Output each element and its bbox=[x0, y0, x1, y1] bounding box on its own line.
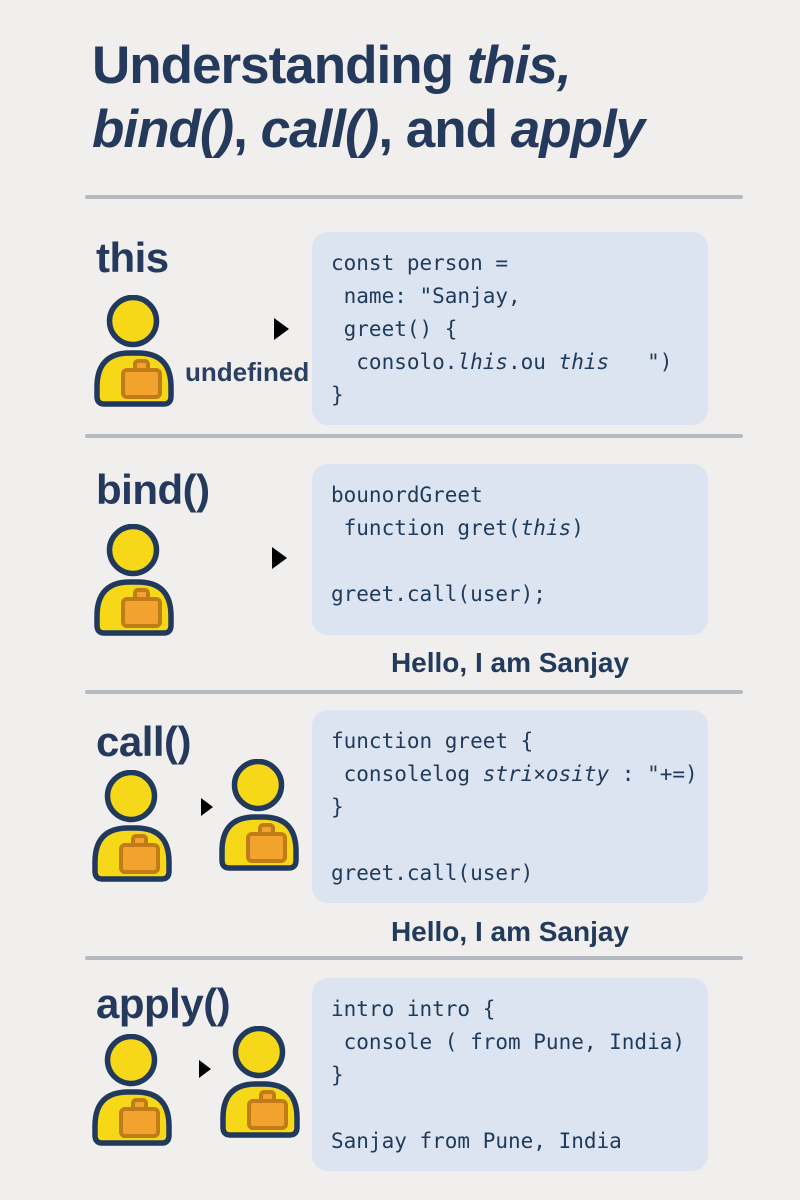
text-segment: greet.call(user) bbox=[331, 861, 534, 885]
code-line: } bbox=[331, 1059, 702, 1092]
arrow-right-icon bbox=[174, 794, 218, 820]
person-icon bbox=[92, 524, 176, 636]
code-line: } bbox=[331, 379, 702, 412]
code-line: function gret(this) bbox=[331, 512, 702, 545]
code-line: Sanjay from Pune, India bbox=[331, 1125, 702, 1158]
code-line: const person = bbox=[331, 247, 702, 280]
main-title: Understanding this, bind(), call(), and … bbox=[92, 34, 645, 162]
text-segment: consolelog bbox=[331, 762, 483, 786]
text-segment: lhis bbox=[457, 350, 509, 374]
section-divider bbox=[85, 434, 743, 438]
title-line-1: Understanding this, bbox=[92, 34, 644, 98]
arrow-right-icon bbox=[188, 543, 294, 573]
title-line-2: bind(), call(), and apply bbox=[92, 98, 645, 162]
code-block-apply: intro intro { console ( from Pune, India… bbox=[312, 978, 708, 1171]
text-segment: const person = bbox=[331, 251, 509, 275]
text-segment: consolo. bbox=[331, 350, 458, 374]
arrow-right-icon bbox=[190, 314, 296, 344]
section-divider bbox=[85, 956, 743, 960]
code-block-bind: bounordGreet function gret(this) greet.c… bbox=[312, 464, 708, 635]
code-line: consolelog stri×osity : "+=) bbox=[331, 758, 702, 791]
text-segment: ") bbox=[609, 350, 673, 374]
text-segment: apply bbox=[510, 100, 645, 159]
code-line: bounordGreet bbox=[331, 479, 702, 512]
code-line: intro intro { bbox=[331, 993, 702, 1026]
code-line: greet.call(user) bbox=[331, 857, 702, 890]
text-segment: stri×osity bbox=[482, 762, 610, 786]
text-segment: Understanding bbox=[92, 36, 467, 95]
code-line: greet() { bbox=[331, 313, 702, 346]
text-segment: bind() bbox=[92, 100, 234, 159]
arrow-right-icon bbox=[172, 1056, 216, 1082]
code-line: name: "Sanjay, bbox=[331, 280, 702, 313]
code-line bbox=[331, 1092, 702, 1125]
text-segment: intro intro { bbox=[331, 997, 496, 1021]
person-icon bbox=[217, 759, 301, 871]
text-segment: , and bbox=[378, 100, 511, 159]
text-segment: Sanjay from Pune, India bbox=[331, 1129, 622, 1153]
text-segment: this bbox=[558, 350, 610, 374]
section-heading-this: this bbox=[96, 234, 169, 281]
text-segment: } bbox=[331, 795, 344, 819]
code-line: console ( from Pune, India) bbox=[331, 1026, 702, 1059]
code-line: } bbox=[331, 791, 702, 824]
text-segment: greet.call(user); bbox=[331, 582, 546, 606]
section-divider bbox=[85, 195, 743, 199]
text-segment: console ( from Pune, India) bbox=[331, 1030, 686, 1054]
text-segment: , bbox=[233, 100, 261, 159]
text-segment: bounordGreet bbox=[331, 483, 483, 507]
text-segment: : "+=) bbox=[609, 762, 698, 786]
text-segment: greet() { bbox=[331, 317, 458, 341]
result-text: Hello, I am Sanjay bbox=[390, 647, 630, 678]
person-icon bbox=[90, 1034, 174, 1146]
section-divider bbox=[85, 690, 743, 694]
text-segment: function greet { bbox=[331, 729, 534, 753]
code-line: greet.call(user); bbox=[331, 578, 702, 611]
person-icon bbox=[92, 295, 176, 407]
code-line bbox=[331, 545, 702, 578]
person-icon bbox=[218, 1026, 302, 1138]
text-segment: this, bbox=[466, 36, 572, 95]
section-heading-bind: bind() bbox=[96, 466, 210, 513]
code-line: consolo.lhis.ou this ") bbox=[331, 346, 702, 379]
text-segment: .ou bbox=[508, 350, 559, 374]
text-segment: } bbox=[331, 383, 344, 407]
code-block-call: function greet { consolelog stri×osity :… bbox=[312, 710, 708, 903]
text-segment: ) bbox=[571, 516, 584, 540]
undefined-label: undefined bbox=[185, 357, 310, 387]
section-heading-call: call() bbox=[96, 718, 192, 765]
code-line bbox=[331, 824, 702, 857]
result-text: Hello, I am Sanjay bbox=[390, 916, 630, 947]
section-heading-apply: apply() bbox=[96, 980, 231, 1027]
code-block-this: const person = name: "Sanjay, greet() { … bbox=[312, 232, 708, 425]
code-line: function greet { bbox=[331, 725, 702, 758]
text-segment: name: "Sanjay, bbox=[331, 284, 521, 308]
text-segment: } bbox=[331, 1063, 344, 1087]
person-icon bbox=[90, 770, 174, 882]
text-segment: call() bbox=[260, 100, 380, 159]
text-segment: this bbox=[520, 516, 572, 540]
text-segment: function gret( bbox=[331, 516, 521, 540]
